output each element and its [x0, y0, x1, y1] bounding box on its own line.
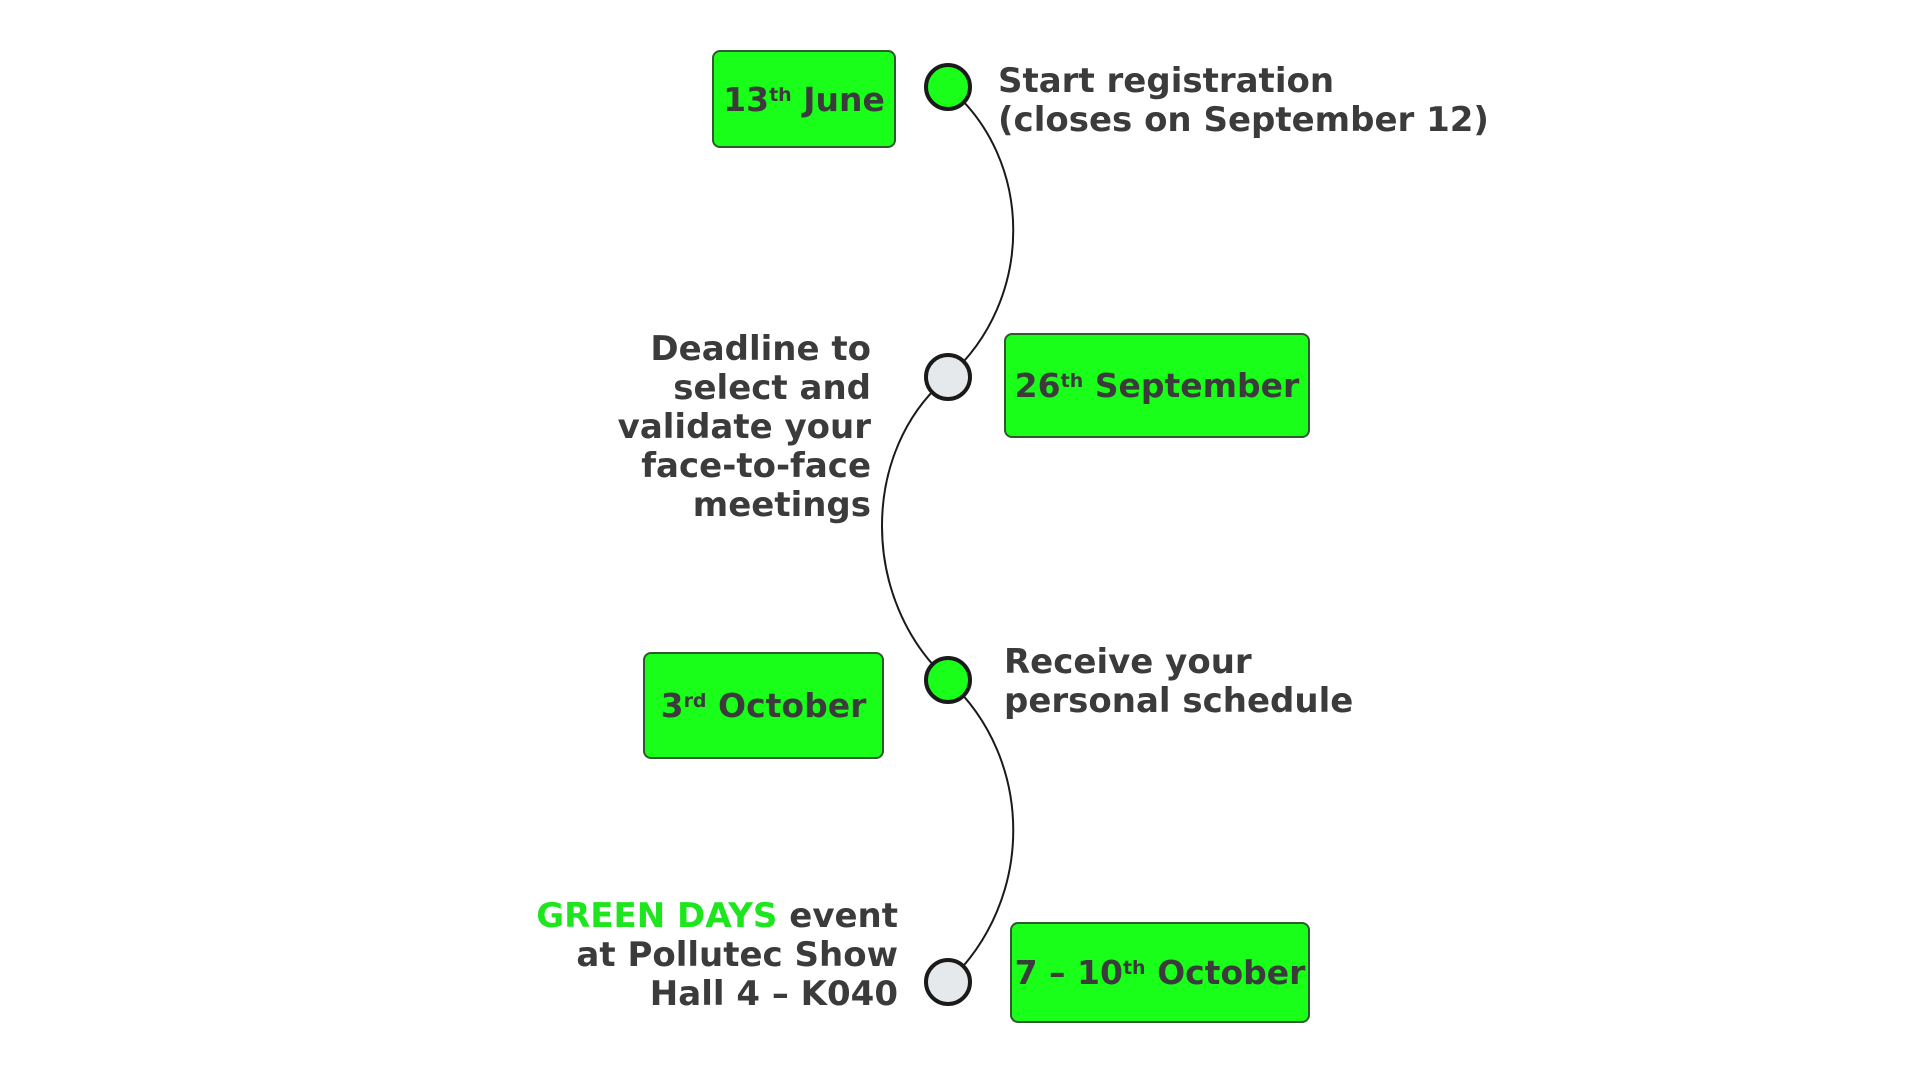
- date-suffix: rd: [683, 690, 707, 712]
- milestone-marker-3: [924, 656, 972, 704]
- description-line: meetings: [692, 485, 871, 525]
- date-rest: October: [1157, 953, 1306, 992]
- date-suffix: th: [1122, 957, 1146, 979]
- date-day: 26: [1014, 366, 1061, 405]
- description-line: at Pollutec Show: [576, 935, 898, 975]
- description-line: (closes on September 12): [998, 100, 1489, 140]
- milestone-marker-1: [924, 63, 972, 111]
- milestone-description-1: Start registration (closes on September …: [998, 62, 1489, 140]
- date-rest: September: [1094, 366, 1300, 405]
- date-suffix: th: [769, 83, 792, 106]
- timeline-curve: [881, 86, 1015, 983]
- date-rest: June: [803, 79, 885, 119]
- milestone-description-3: Receive your personal schedule: [1004, 643, 1353, 721]
- date-day: 7 – 10: [1014, 953, 1123, 992]
- milestone-description-2: Deadline to select and validate your fac…: [618, 330, 871, 525]
- description-line: Deadline to: [650, 329, 871, 369]
- date-suffix: th: [1060, 370, 1084, 392]
- milestone-description-4: GREEN DAYS event at Pollutec Show Hall 4…: [536, 897, 898, 1014]
- description-line-rest: event: [777, 896, 898, 936]
- description-line: Receive your: [1004, 642, 1252, 682]
- description-line: select and: [673, 368, 871, 408]
- milestone-marker-2: [924, 353, 972, 401]
- description-line: validate your: [617, 407, 871, 447]
- description-line: face-to-face: [641, 446, 871, 486]
- date-day: 13: [723, 79, 770, 119]
- description-line: Start registration: [998, 61, 1335, 101]
- green-days-highlight: GREEN DAYS: [536, 896, 778, 936]
- date-day: 3: [660, 686, 684, 725]
- description-line: Hall 4 – K040: [649, 974, 898, 1014]
- date-rest: October: [718, 686, 867, 725]
- milestone-marker-4: [924, 958, 972, 1006]
- description-line: personal schedule: [1004, 681, 1354, 721]
- description-line: GREEN DAYS event: [536, 897, 898, 936]
